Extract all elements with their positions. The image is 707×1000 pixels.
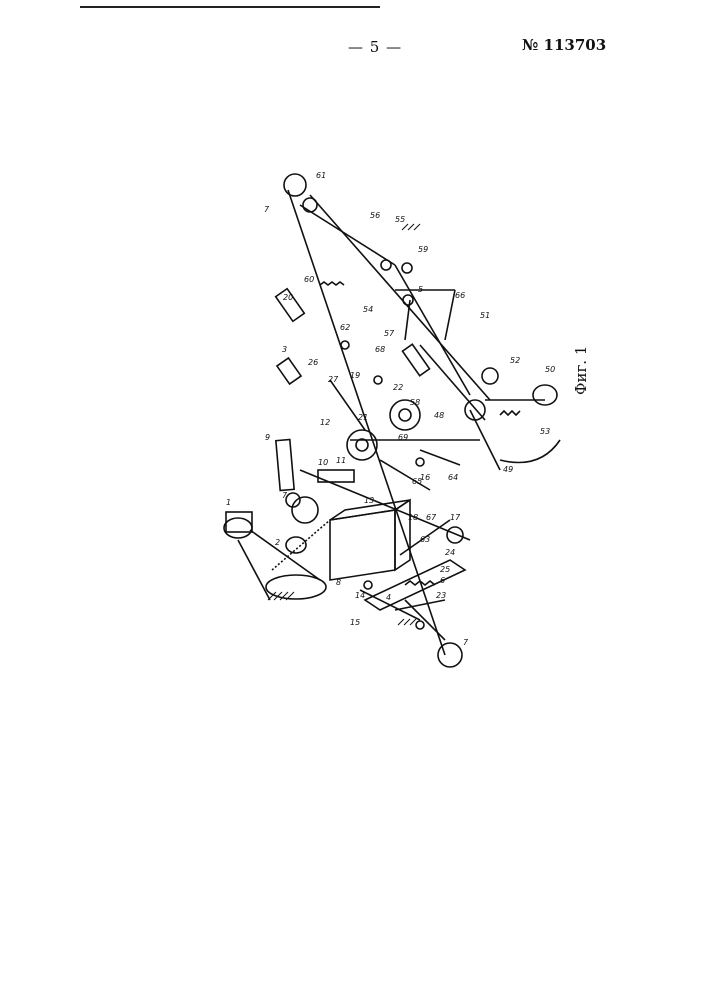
label-3: 3 xyxy=(282,345,287,354)
label-7-bottom: 7 xyxy=(463,638,469,647)
label-18: 18 xyxy=(408,513,418,522)
label-21: 21 xyxy=(358,413,368,422)
joint-59 xyxy=(402,263,412,273)
belt-a xyxy=(238,540,270,600)
label-4: 4 xyxy=(386,593,391,602)
label-23: 23 xyxy=(436,591,446,600)
motor-1 xyxy=(224,518,252,538)
pulley-48 xyxy=(465,400,485,420)
pulley-61 xyxy=(303,198,317,212)
cylinder-3 xyxy=(277,358,301,384)
label-66: 66 xyxy=(455,291,465,300)
label-26: 26 xyxy=(308,358,318,367)
label-10: 10 xyxy=(318,458,328,467)
support-hatch-3 xyxy=(398,619,416,625)
label-53: 53 xyxy=(540,427,550,436)
label-1: 1 xyxy=(226,498,231,507)
link-64 xyxy=(420,450,460,465)
label-63: 63 xyxy=(420,535,430,544)
joint-19 xyxy=(374,376,382,384)
label-68: 68 xyxy=(375,345,385,354)
label-49: 49 xyxy=(503,465,513,474)
box-8 xyxy=(330,510,395,580)
label-65: 65 xyxy=(412,477,422,486)
joint-14 xyxy=(364,581,372,589)
spring-60 xyxy=(320,282,344,285)
cylinder-57 xyxy=(402,344,429,375)
pulley-2 xyxy=(286,537,306,553)
label-24: 24 xyxy=(445,548,455,557)
joint-56 xyxy=(381,260,391,270)
label-60: 60 xyxy=(304,275,314,284)
label-50: 50 xyxy=(545,365,555,374)
label-69: 69 xyxy=(398,433,408,442)
label-2: 2 xyxy=(275,538,280,547)
label-19: 19 xyxy=(350,371,360,380)
label-48: 48 xyxy=(434,411,444,420)
rod-short xyxy=(300,205,395,265)
rotor-22-hub xyxy=(399,409,411,421)
pulley-17 xyxy=(447,527,463,543)
rotor-21 xyxy=(347,430,377,460)
label-62: 62 xyxy=(340,323,350,332)
joint-64 xyxy=(416,458,424,466)
pulley-7-bottom xyxy=(438,643,462,667)
label-22: 22 xyxy=(393,383,403,392)
label-51: 51 xyxy=(480,311,490,320)
figure-caption: Фиг. 1 xyxy=(572,346,590,395)
label-27: 27 xyxy=(328,375,339,384)
hatch-base xyxy=(272,520,330,570)
label-9: 9 xyxy=(265,433,270,442)
tray-rail xyxy=(395,600,445,610)
label-64: 64 xyxy=(448,473,458,482)
label-67: 67 xyxy=(426,513,437,522)
label-58: 58 xyxy=(410,398,420,407)
arc-49 xyxy=(500,440,560,463)
label-7-top: 7 xyxy=(264,205,270,214)
label-6: 6 xyxy=(440,576,445,585)
label-59: 59 xyxy=(418,245,428,254)
label-11: 11 xyxy=(336,456,346,465)
label-54: 54 xyxy=(363,305,373,314)
cylinder-9 xyxy=(276,439,294,490)
rail-lower xyxy=(300,470,470,540)
link-66b xyxy=(445,290,455,340)
spring-53 xyxy=(500,411,520,415)
label-14: 14 xyxy=(355,591,365,600)
joint-5 xyxy=(403,295,413,305)
label-25: 25 xyxy=(440,565,450,574)
label-20: 20 xyxy=(283,293,293,302)
motor-50 xyxy=(533,385,557,405)
label-13: 13 xyxy=(364,496,374,505)
label-8: 8 xyxy=(336,578,341,587)
label-17: 17 xyxy=(450,513,461,522)
support-hatch-2 xyxy=(402,224,420,230)
pulley-51 xyxy=(482,368,498,384)
pulley-top xyxy=(284,174,306,196)
label-52: 52 xyxy=(510,356,520,365)
label-56: 56 xyxy=(370,211,380,220)
label-5: 5 xyxy=(418,285,423,294)
label-57: 57 xyxy=(384,329,395,338)
label-61: 61 xyxy=(316,171,326,180)
label-55: 55 xyxy=(395,215,405,224)
label-15: 15 xyxy=(350,618,360,627)
joint-23 xyxy=(416,621,424,629)
label-12: 12 xyxy=(320,418,330,427)
pulley-7-mid xyxy=(292,497,318,523)
joint-57 xyxy=(341,341,349,349)
